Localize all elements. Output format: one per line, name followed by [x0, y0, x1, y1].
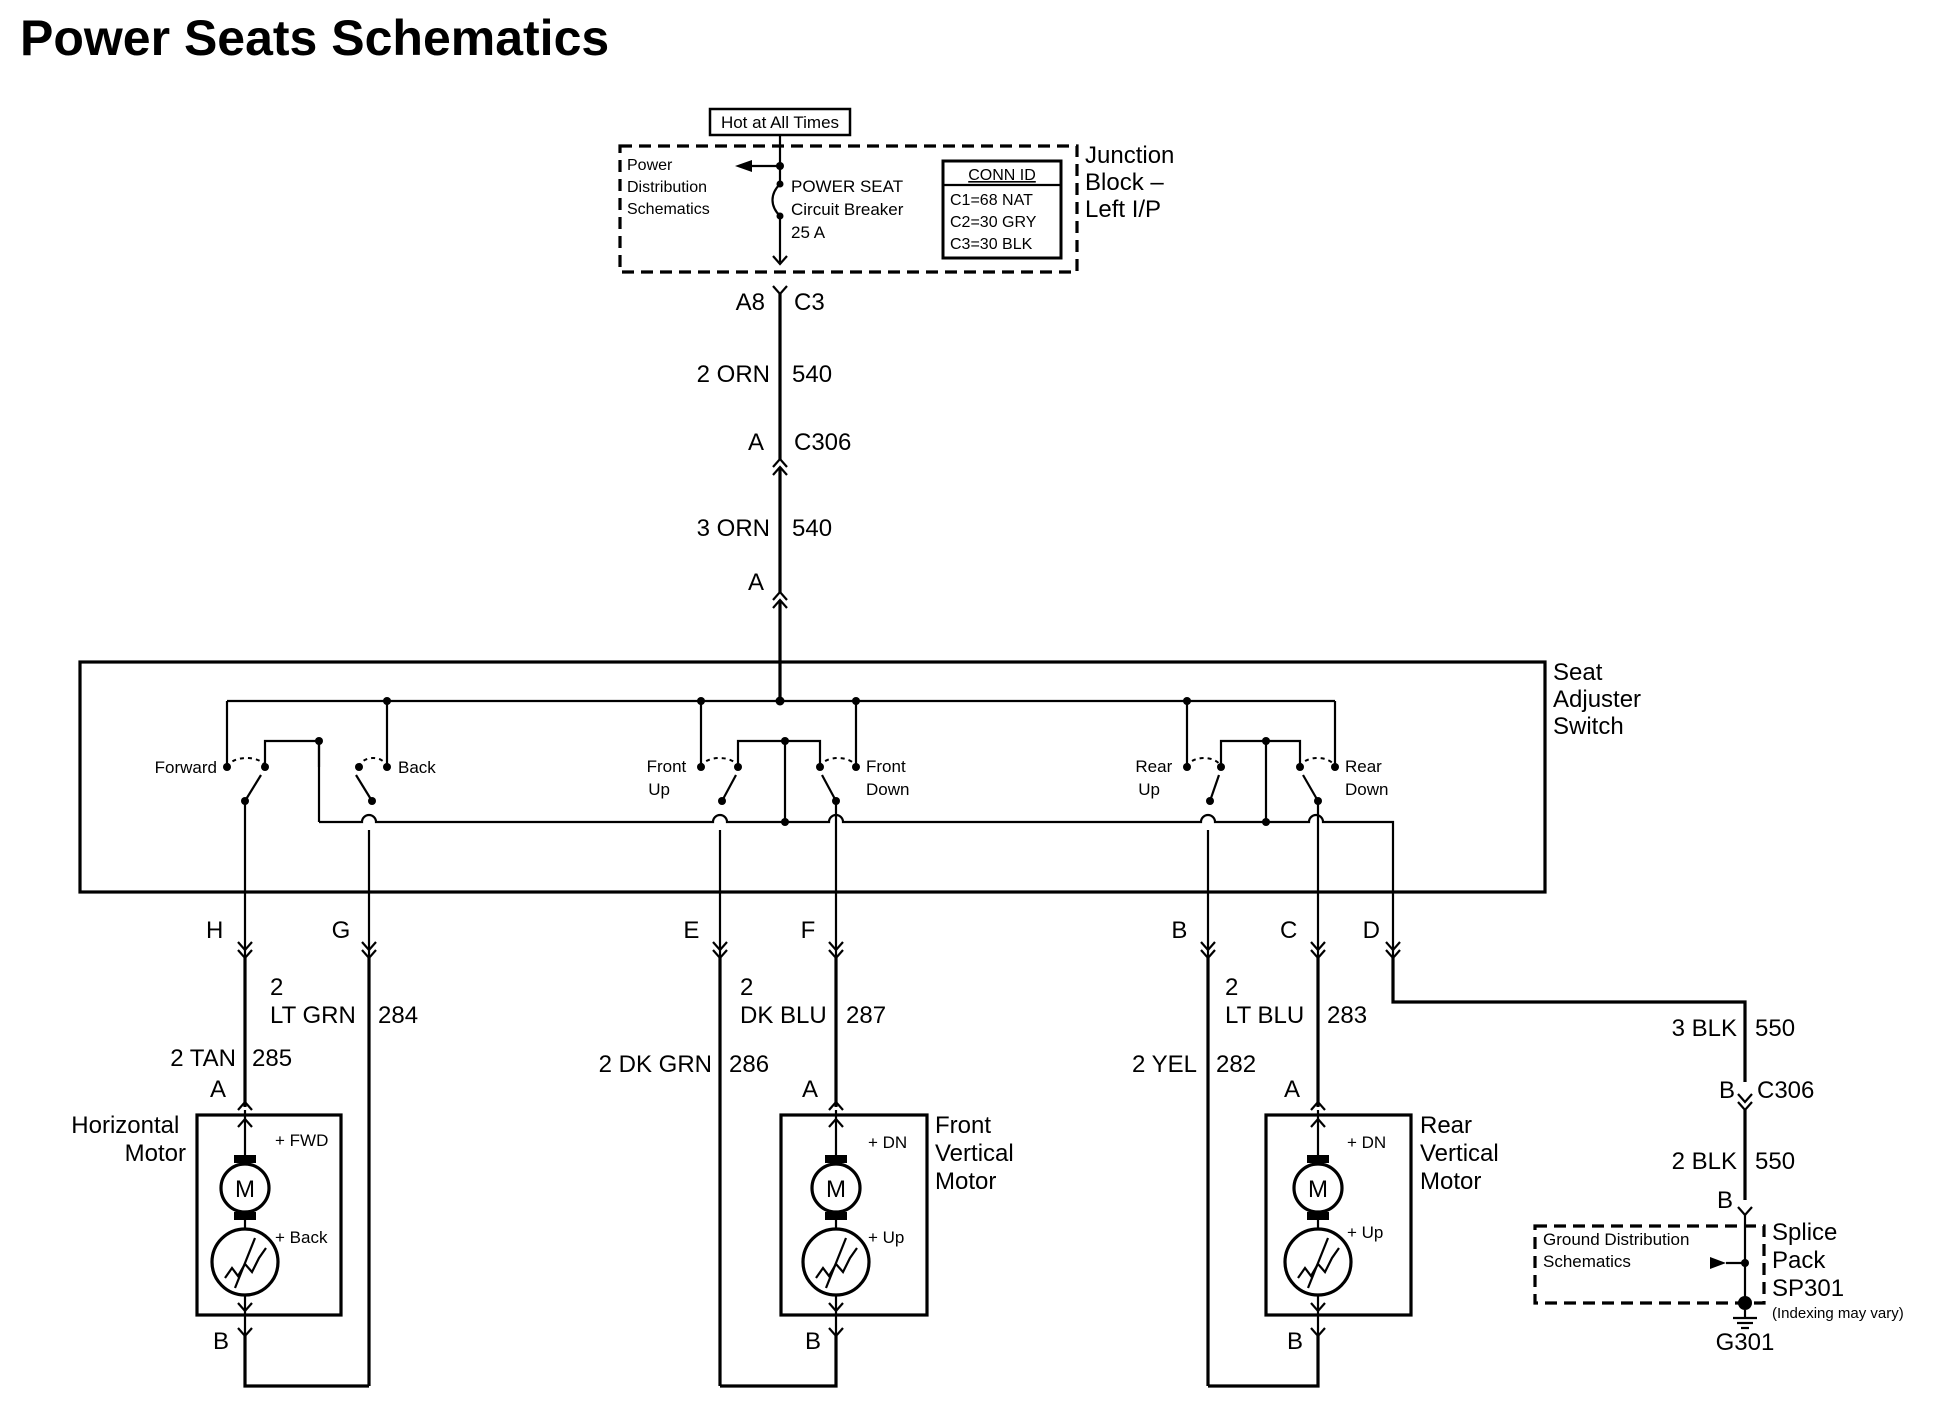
label-front-up: Front Up — [647, 757, 691, 799]
switch-blade-forward — [244, 774, 262, 802]
indexing-note: (Indexing may vary) — [1772, 1305, 1904, 1322]
wire-540-a: 540 — [792, 361, 832, 388]
ground-distribution-label: Ground Distribution Schematics — [1543, 1230, 1694, 1271]
wire-284-label: 2 LT GRN — [270, 974, 356, 1029]
arrow-right-icon — [1710, 1257, 1726, 1269]
wire-2-tan: 2 TAN — [170, 1045, 236, 1072]
conn-id-rows: C1=68 NAT C2=30 GRY C3=30 BLK — [950, 192, 1041, 253]
splice-dot — [1738, 1296, 1752, 1310]
switch-blade-front-up — [721, 774, 737, 802]
switch-blade-rear-down — [1302, 774, 1319, 802]
motor-letter: M — [235, 1176, 255, 1203]
horizontal-motor-label: Horizontal Motor — [71, 1112, 186, 1167]
horizontal-pin-a: A — [210, 1076, 226, 1103]
wire-2-dk-grn: 2 DK GRN — [599, 1051, 712, 1078]
splice-pack-label: Splice Pack SP301 — [1772, 1219, 1844, 1302]
pin-a8: A8 — [736, 289, 765, 316]
junction-block-outline — [618, 144, 1079, 274]
conn-id-table — [941, 159, 1063, 260]
rear-motor-box — [1264, 1113, 1413, 1317]
arrow-left-icon — [735, 160, 752, 172]
conn-c3: C3 — [794, 289, 825, 316]
wire-287-label: 2 DK BLU — [740, 974, 827, 1029]
front-dn-label: + DN — [868, 1133, 907, 1152]
switch-label: Seat Adjuster Switch — [1553, 659, 1648, 740]
label-rear-up: Rear Up — [1135, 757, 1177, 799]
switch-blade-back — [355, 774, 373, 802]
conn-c306-top: C306 — [794, 429, 851, 456]
hot-at-all-times-label: Hot at All Times — [721, 113, 839, 132]
front-pin-a: A — [802, 1076, 818, 1103]
horizontal-back-label: + Back — [275, 1228, 328, 1247]
power-distribution-label: Power Distribution Schematics — [627, 157, 711, 218]
horizontal-pin-b: B — [213, 1328, 229, 1355]
wire-284-circuit: 284 — [378, 1002, 418, 1029]
ground-circuit: 3 BLK 550 B C306 2 BLK 550 B Ground Dist… — [1391, 958, 1904, 1356]
wire-3-orn: 3 ORN — [697, 515, 770, 542]
horizontal-fwd-label: + FWD — [275, 1131, 328, 1150]
motor-letter: M — [1308, 1176, 1328, 1203]
switch-blade-front-down — [821, 774, 837, 802]
horizontal-motor-circuit: 2 LT GRN 284 2 TAN 285 A Horizontal Moto… — [71, 958, 418, 1388]
ground-distribution-outline — [1533, 1224, 1766, 1305]
pin-a-c306: A — [748, 429, 764, 456]
wire-2-yel: 2 YEL — [1132, 1051, 1197, 1078]
motor-letter: M — [826, 1176, 846, 1203]
rear-motor-circuit: 2 LT BLU 283 2 YEL 282 A Rear Vertical M… — [1132, 958, 1505, 1388]
junction-block-section: Hot at All Times Power Distribution Sche… — [618, 107, 1181, 274]
pin-letters: H G E F B C D — [206, 917, 1380, 944]
front-motor-label: Front Vertical Motor — [935, 1112, 1020, 1195]
label-forward: Forward — [155, 758, 217, 777]
rear-motor-label: Rear Vertical Motor — [1420, 1112, 1505, 1195]
horizontal-motor-box — [195, 1113, 343, 1317]
switch-outline — [78, 660, 1547, 894]
wire-286-circuit: 286 — [729, 1051, 769, 1078]
wire-2-blk: 2 BLK — [1672, 1148, 1737, 1175]
ground-pin-b2: B — [1717, 1187, 1733, 1214]
page-title: Power Seats Schematics — [20, 10, 609, 66]
wire-550-b: 550 — [1755, 1148, 1795, 1175]
wire-283-circuit: 283 — [1327, 1002, 1367, 1029]
wire-285-circuit: 285 — [252, 1045, 292, 1072]
rear-pin-b: B — [1287, 1328, 1303, 1355]
seat-adjuster-switch: Seat Adjuster Switch Forward Back — [78, 659, 1648, 935]
wire-283-label: 2 LT BLU — [1225, 974, 1304, 1029]
conn-id-header: CONN ID — [968, 167, 1036, 184]
label-front-down: Front Down — [866, 757, 910, 799]
circuit-breaker-icon — [771, 183, 781, 217]
wire-550-a: 550 — [1755, 1015, 1795, 1042]
label-back: Back — [398, 758, 436, 777]
wire-282-circuit: 282 — [1216, 1051, 1256, 1078]
ground-g301: G301 — [1716, 1329, 1775, 1356]
circuit-breaker-label: POWER SEAT Circuit Breaker 25 A — [791, 177, 908, 242]
conn-c306-bottom: C306 — [1757, 1077, 1814, 1104]
label-rear-down: Rear Down — [1345, 757, 1388, 799]
ground-pin-b1: B — [1719, 1077, 1735, 1104]
wire-3-blk: 3 BLK — [1672, 1015, 1737, 1042]
rear-pin-a: A — [1284, 1076, 1300, 1103]
switch-output-wires: H G E F B C D — [206, 801, 1401, 960]
front-motor-box — [779, 1113, 929, 1317]
rear-dn-label: + DN — [1347, 1133, 1386, 1152]
switch-blade-rear-up — [1208, 774, 1221, 802]
front-pin-b: B — [805, 1328, 821, 1355]
wire-540-b: 540 — [792, 515, 832, 542]
feed-wire: A8 C3 2 ORN 540 A C306 3 ORN 540 A — [697, 285, 851, 700]
wire-2-orn: 2 ORN — [697, 361, 770, 388]
rear-up-label: + Up — [1347, 1223, 1383, 1242]
pin-a-switch: A — [748, 569, 764, 596]
front-motor-circuit: 2 DK BLU 287 2 DK GRN 286 A Front Vertic… — [599, 958, 1020, 1388]
front-up-label: + Up — [868, 1228, 904, 1247]
wire-287-circuit: 287 — [846, 1002, 886, 1029]
junction-block-label: Junction Block – Left I/P — [1085, 142, 1181, 223]
